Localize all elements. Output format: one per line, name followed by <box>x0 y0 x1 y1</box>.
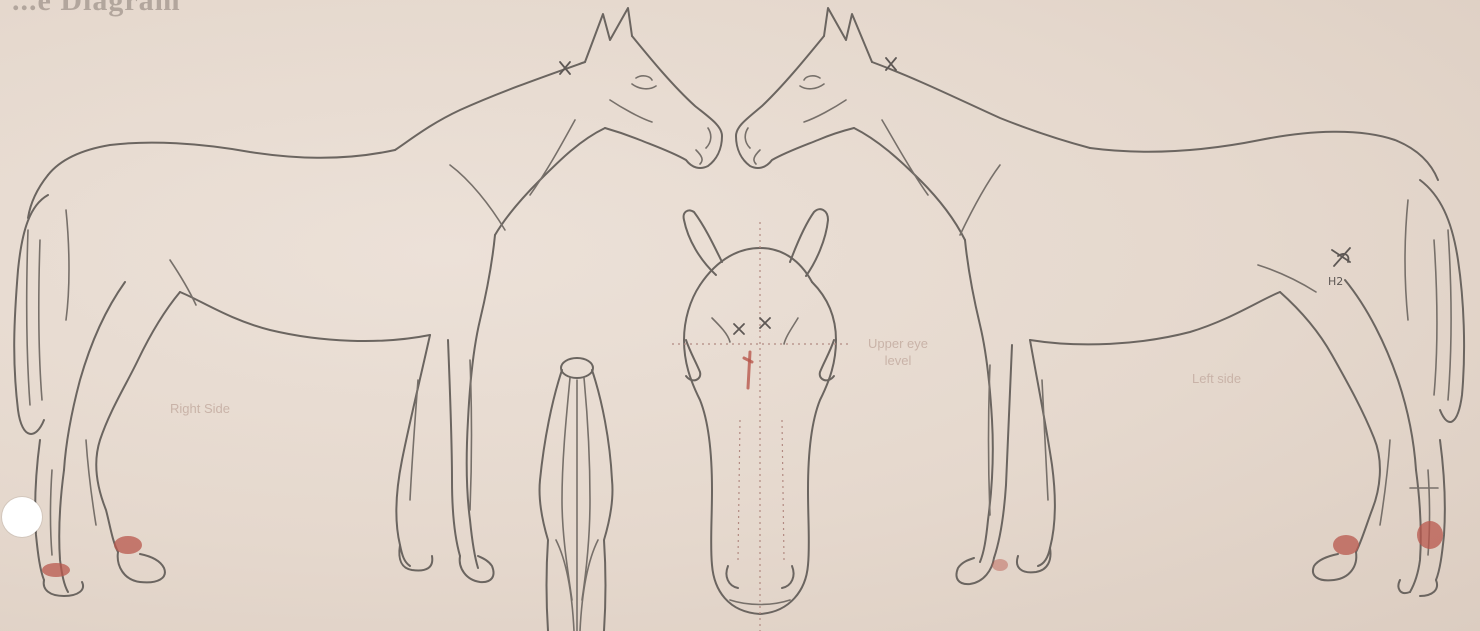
rear-view-tail <box>539 358 612 631</box>
front-head-view <box>672 209 848 631</box>
right-side-label: Right Side <box>170 400 230 417</box>
right-side-horse <box>14 8 722 596</box>
overlay-dot-button[interactable] <box>2 497 42 537</box>
upper-eye-level-label: Upper eye level <box>868 335 928 369</box>
left-side-label: Left side <box>1192 370 1241 387</box>
left-side-horse <box>736 8 1464 596</box>
hip-note: H2 <box>1328 275 1343 288</box>
